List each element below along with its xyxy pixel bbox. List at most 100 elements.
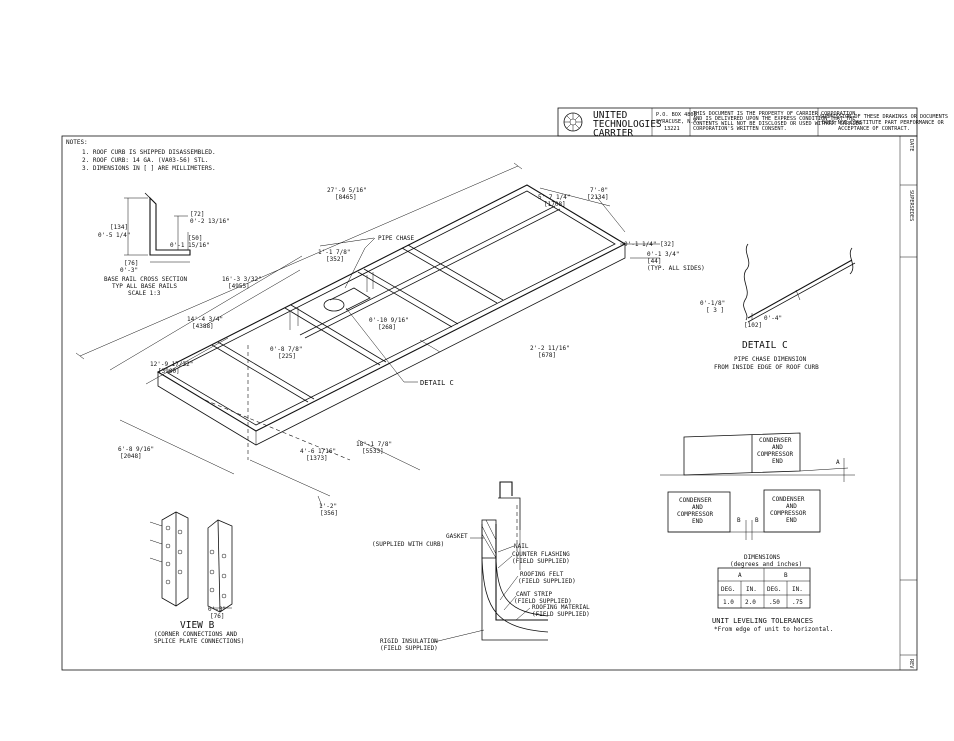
dim-12-9-mm: [3900]	[158, 368, 180, 375]
base-rail-caption-2: TYP ALL BASE RAILS	[112, 283, 177, 290]
detail-c-dim-4: 0'-4"	[764, 315, 782, 322]
detail-c-callout: DETAIL C	[420, 379, 454, 387]
note-item: 3. DIMENSIONS IN [ ] ARE MILLIMETERS.	[82, 165, 216, 172]
company-line-3: CARRIER	[593, 128, 633, 139]
nail-label: NAIL	[514, 543, 529, 550]
unit-leveling: CONDENSER AND COMPRESSOR END A CONDENSER…	[660, 432, 855, 633]
dim-14-4-mm: [4388]	[192, 323, 214, 330]
dim-4-6-mm: [1373]	[306, 455, 328, 462]
dim-6-8-mm: [2048]	[120, 453, 142, 460]
label-a: A	[836, 459, 840, 466]
detail-c: 0'-1/8" [ 3 ] 0'-4" [102] DETAIL C PIPE …	[700, 243, 856, 371]
drawing-border	[61, 135, 918, 671]
roofing-felt-sub: (FIELD SUPPLIED)	[518, 578, 576, 585]
end-box-left-line-2: AND	[692, 504, 703, 511]
side-label-rev: REV	[908, 659, 914, 668]
dim-16-3-mm: [4955]	[228, 283, 250, 290]
dim-10-9-16: 0'-10 9/16"	[369, 317, 409, 324]
rigid-insulation-label: RIGID INSULATION	[380, 638, 438, 645]
dim-2-2-mm: [678]	[538, 352, 556, 359]
dim-5-1-4: 0'-5 1/4"	[98, 232, 131, 239]
roofing-felt-label: ROOFING FELT	[520, 571, 564, 578]
side-label-date: DATE	[908, 139, 914, 152]
dim-1-2-mm: [356]	[320, 510, 338, 517]
cant-strip-sub: (FIELD SUPPLIED)	[514, 598, 572, 605]
dim-1-1-7-8: 1'-1 7/8"	[318, 249, 351, 256]
dim-7-0-mm: [2134]	[587, 194, 609, 201]
col-a-in-header: IN.	[746, 586, 757, 593]
leveling-footnote: *From edge of unit to horizontal.	[714, 626, 833, 633]
label-b-right: B	[755, 517, 759, 524]
dim-27-9-mm: [8465]	[335, 194, 357, 201]
property-line-4: CORPORATION'S WRITTEN CONSENT.	[693, 126, 787, 132]
pipe-chase-label: PIPE CHASE	[378, 235, 415, 242]
address-line-2: SYRACUSE, N.Y.	[656, 119, 700, 125]
dimensions-sub: (degrees and inches)	[730, 561, 802, 568]
elevation-box-line-3: COMPRESSOR	[757, 451, 794, 458]
val-b-in: .75	[792, 599, 803, 606]
dim-1-2: 1'-2"	[319, 503, 337, 510]
roofing-material-label: ROOFING MATERIAL	[532, 604, 590, 611]
col-a-deg-header: DEG.	[721, 586, 735, 593]
dim-27-9: 27'-9 5/16"	[327, 187, 367, 194]
end-box-left-line-3: COMPRESSOR	[677, 511, 714, 518]
base-rail-caption-1: BASE RAIL CROSS SECTION	[104, 276, 187, 283]
submission-line-3: ACCEPTANCE OF CONTRACT.	[838, 126, 910, 132]
counter-flashing-label: COUNTER FLASHING	[512, 551, 570, 558]
dim-1-15-16: 0'-1 15/16"	[170, 242, 210, 249]
property-line-3: CONTENTS WILL NOT BE DISCLOSED OR USED W…	[693, 121, 863, 127]
notes-header: NOTES:	[66, 139, 88, 146]
val-a-in: 2.0	[745, 599, 756, 606]
address-line-1: P.O. BOX 4808	[656, 112, 697, 118]
dim-12-9: 12'-9 17/32"	[150, 361, 193, 368]
col-b-in-header: IN.	[792, 586, 803, 593]
view-b-title: VIEW B	[180, 620, 215, 631]
elevation-box-line-4: END	[772, 458, 783, 465]
detail-c-dim-1-8: 0'-1/8"	[700, 300, 725, 307]
gasket-label: GASKET	[446, 533, 468, 540]
end-box-right-line-3: COMPRESSOR	[770, 510, 807, 517]
detail-c-dim-4-mm: [102]	[744, 322, 762, 329]
dim-2-13-16: 0'-2 13/16"	[190, 218, 230, 225]
submission-line-2: DOES NOT CONSTITUTE PART PERFORMANCE OR	[822, 120, 945, 126]
dim-8-7-8: 0'-8 7/8"	[270, 346, 303, 353]
address-line-3: 13221	[664, 126, 680, 132]
notes-block: NOTES: 1. ROOF CURB IS SHIPPED DISASSEMB…	[66, 139, 216, 172]
elevation-box-line-1: CONDENSER	[759, 437, 792, 444]
dim-3: 0'-3"	[120, 267, 138, 274]
dimensions-title: DIMENSIONS	[744, 554, 781, 561]
end-box-right-line-4: END	[786, 517, 797, 524]
rigid-insulation-sub: (FIELD SUPPLIED)	[380, 645, 438, 652]
base-rail-cross-section: [134] 0'-5 1/4" [72] 0'-2 13/16" [50] 0'…	[98, 192, 230, 297]
dim-1-3-4-mm: [44]	[647, 258, 661, 265]
dim-6-8: 6'-8 9/16"	[118, 446, 154, 453]
base-rail-caption-3: SCALE 1:3	[128, 290, 161, 297]
cant-strip-label: CANT STRIP	[516, 591, 553, 598]
property-line-2: AND IS DELIVERED UPON THE EXPRESS CONDIT…	[693, 116, 855, 122]
dim-8-7-8-mm: [225]	[278, 353, 296, 360]
note-item: 1. ROOF CURB IS SHIPPED DISASSEMBLED.	[82, 149, 216, 156]
carrier-logo-icon	[563, 112, 583, 132]
company-line-1: UNITED	[593, 110, 628, 121]
side-label-supersedes: SUPERSEDES	[908, 190, 914, 221]
detail-c-dim-1-8-mm: [ 3 ]	[706, 307, 724, 314]
company-line-2: TECHNOLOGIES	[593, 119, 662, 130]
dim-14-4: 14'-4 3/4"	[187, 316, 223, 323]
view-b: 0'-3" [76] VIEW B (CORNER CONNECTIONS AN…	[149, 511, 244, 645]
note-item: 2. ROOF CURB: 14 GA. (VA03-56) STL.	[82, 157, 208, 164]
dim-76: [76]	[124, 260, 138, 267]
view-b-caption-1: (CORNER CONNECTIONS AND	[154, 631, 237, 638]
col-a-header: A	[738, 572, 742, 579]
view-b-dim-3-mm: [76]	[210, 613, 224, 620]
submission-line-1: SUBMISSION OF THESE DRAWINGS OR DOCUMENT…	[820, 114, 948, 120]
col-b-header: B	[784, 572, 788, 579]
dim-134: [134]	[110, 224, 128, 231]
gasket-sub: (SUPPLIED WITH CURB)	[372, 541, 444, 548]
view-b-caption-2: SPLICE PLATE CONNECTIONS)	[154, 638, 244, 645]
dim-10-9-16-mm: [268]	[378, 324, 396, 331]
title-block: UNITED TECHNOLOGIES CARRIER P.O. BOX 480…	[557, 107, 948, 139]
dim-50: [50]	[188, 235, 202, 242]
view-b-dim-3: 0'-3"	[208, 606, 226, 613]
dim-1-3-4: 0'-1 3/4"	[647, 251, 680, 258]
